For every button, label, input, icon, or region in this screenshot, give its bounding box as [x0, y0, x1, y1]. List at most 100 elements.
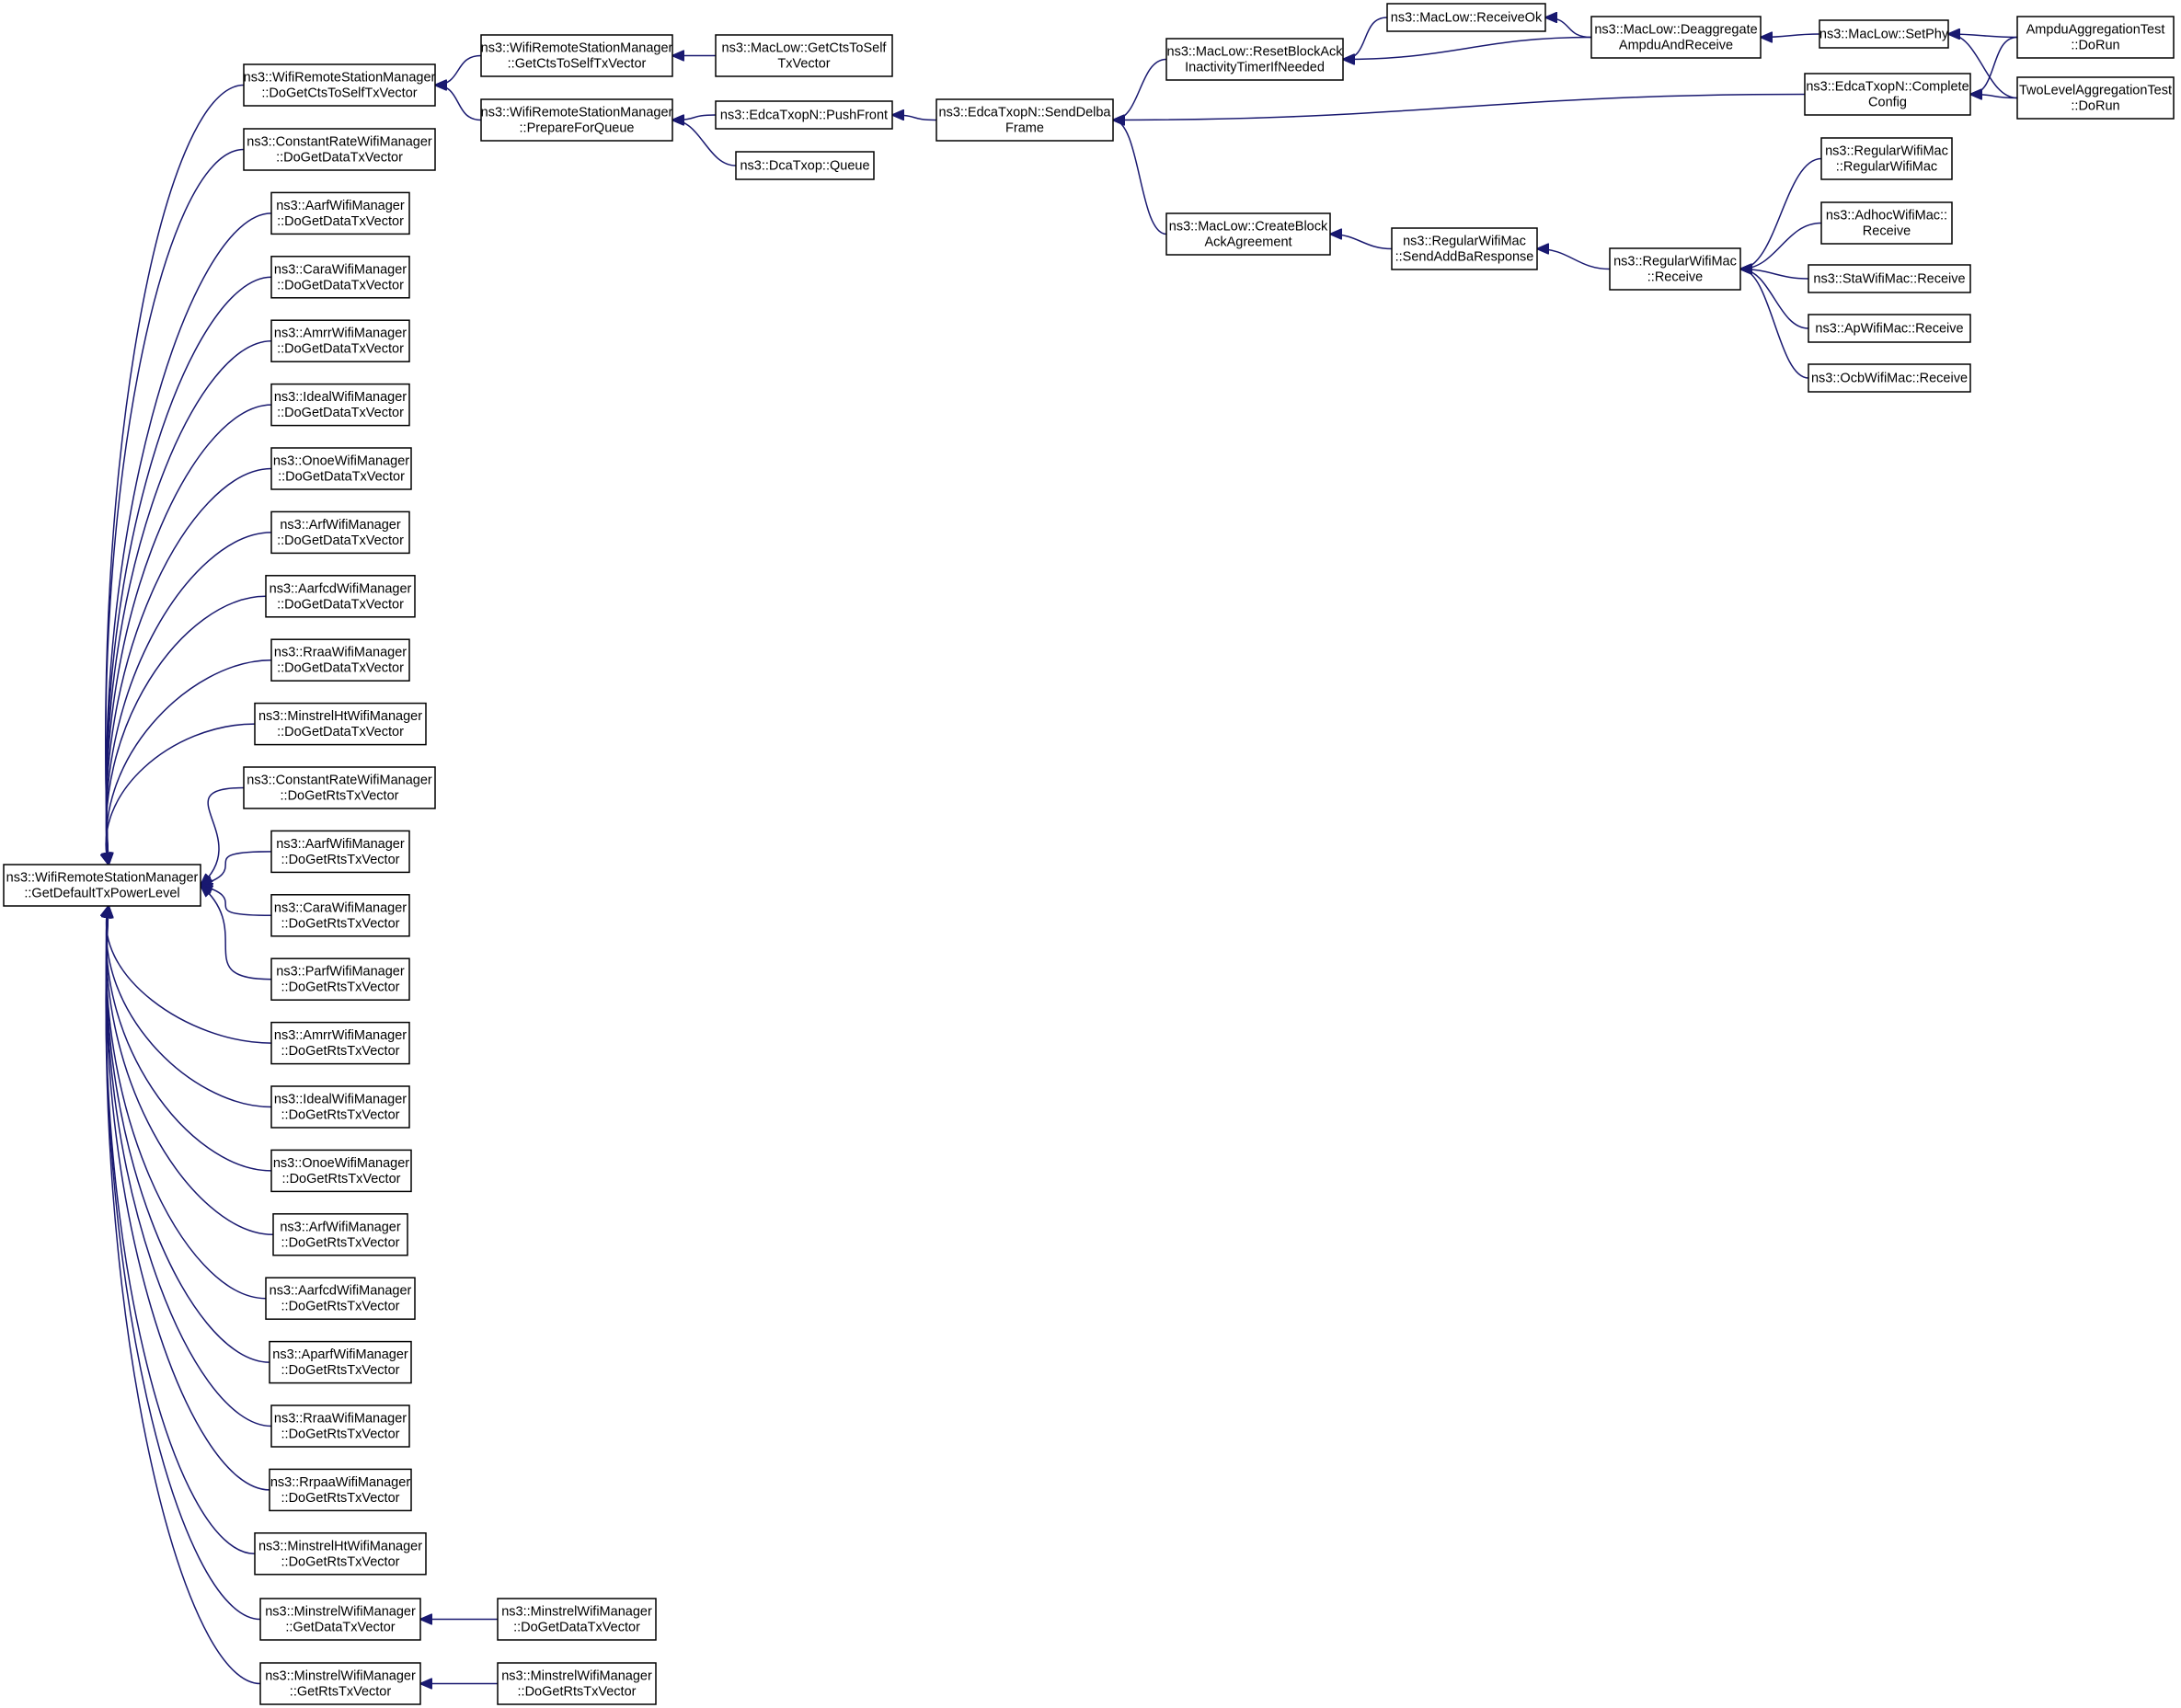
node-label-line: ::DoGetDataTxVector	[277, 533, 404, 548]
graph-node[interactable]: ns3::AdhocWifiMac::Receive	[1820, 201, 1953, 245]
graph-node[interactable]: ns3::ArfWifiManager::DoGetDataTxVector	[270, 510, 410, 555]
graph-node[interactable]: TwoLevelAggregationTest::DoRun	[2016, 76, 2175, 120]
node-label-line: ::DoGetDataTxVector	[277, 661, 404, 676]
node-label-line: ns3::MinstrelWifiManager	[265, 1669, 416, 1684]
edge-j4-to-i2	[1740, 222, 1822, 269]
node-label-line: ns3::RraaWifiManager	[274, 1412, 407, 1427]
graph-node[interactable]: AmpduAggregationTest::DoRun	[2016, 16, 2175, 59]
node-label-line: ns3::RegularWifiMac	[1613, 255, 1737, 269]
graph-node[interactable]: ns3::MacLow::SetPhy	[1819, 19, 1949, 49]
edge-i1-to-h1	[1545, 17, 1592, 39]
graph-node[interactable]: ns3::RegularWifiMac::Receive	[1609, 247, 1741, 291]
graph-node[interactable]: ns3::ParfWifiManager::DoGetRtsTxVector	[270, 957, 410, 1001]
edge-c15-to-root	[201, 886, 272, 980]
node-box	[270, 1085, 410, 1129]
node-label-line: ns3::MacLow::ResetBlockAck	[1167, 45, 1344, 60]
node-box	[936, 98, 1114, 142]
edges-layer	[106, 17, 2018, 1685]
graph-node[interactable]: ns3::AarfcdWifiManager::DoGetDataTxVecto…	[265, 575, 416, 618]
node-label-line: ns3::EdcaTxopN::Complete	[1806, 80, 1969, 95]
graph-node[interactable]: ns3::MacLow::ResetBlockAckInactivityTime…	[1165, 38, 1344, 81]
edge-j2-to-f1	[1113, 93, 1806, 120]
edge-c17-to-root	[107, 906, 272, 1108]
graph-node[interactable]: ns3::MacLow::ReceiveOk	[1386, 3, 1546, 32]
graph-node[interactable]: ns3::IdealWifiManager::DoGetRtsTxVector	[270, 1085, 410, 1129]
graph-node[interactable]: ns3::RegularWifiMac::SendAddBaResponse	[1391, 227, 1538, 270]
edge-i1-to-g1	[1343, 36, 1592, 60]
graph-node[interactable]: ns3::AarfWifiManager::DoGetDataTxVector	[270, 191, 410, 235]
edge-g1-to-f1	[1113, 58, 1167, 120]
node-label-line: ::Receive	[1647, 270, 1703, 285]
node-box	[497, 1598, 657, 1641]
graph-node[interactable]: ns3::AarfWifiManager::DoGetRtsTxVector	[270, 830, 410, 874]
graph-node[interactable]: ns3::MinstrelHtWifiManager::DoGetDataTxV…	[254, 702, 427, 746]
node-label-line: ns3::ConstantRateWifiManager	[247, 774, 432, 788]
node-label-line: ::GetRtsTxVector	[290, 1685, 392, 1700]
graph-node[interactable]: ns3::CaraWifiManager::DoGetDataTxVector	[270, 256, 410, 299]
node-label-line: ::DoGetRtsTxVector	[281, 789, 399, 804]
graph-node[interactable]: ns3::AparfWifiManager::DoGetRtsTxVector	[269, 1340, 412, 1384]
node-label-line: ns3::IdealWifiManager	[274, 1093, 407, 1107]
graph-node[interactable]: ns3::WifiRemoteStationManager::PrepareFo…	[480, 98, 673, 142]
graph-node[interactable]: ns3::AarfcdWifiManager::DoGetRtsTxVector	[265, 1277, 416, 1320]
node-label-line: ns3::MacLow::CreateBlock	[1169, 220, 1328, 235]
graph-node[interactable]: ns3::MinstrelWifiManager::GetRtsTxVector	[259, 1662, 421, 1705]
node-label-line: ns3::MacLow::GetCtsToSelf	[722, 41, 888, 56]
graph-node[interactable]: ns3::EdcaTxopN::PushFront	[715, 100, 893, 130]
node-box	[715, 34, 893, 77]
graph-node[interactable]: ns3::OnoeWifiManager::DoGetRtsTxVector	[270, 1149, 412, 1193]
edge-k2-to-j1	[1948, 34, 2018, 99]
node-label-line: ns3::AarfWifiManager	[276, 199, 405, 213]
graph-node[interactable]: ns3::MinstrelWifiManager::DoGetDataTxVec…	[497, 1598, 657, 1641]
graph-node[interactable]: ns3::IdealWifiManager::DoGetDataTxVector	[270, 383, 410, 427]
graph-node-root[interactable]: ns3::WifiRemoteStationManager::GetDefaul…	[3, 864, 201, 907]
node-label-line: AmpduAggregationTest	[2026, 23, 2165, 38]
node-label-line: Receive	[1863, 224, 1911, 239]
graph-node[interactable]: ns3::ApWifiMac::Receive	[1808, 314, 1971, 343]
node-label-line: ::GetDefaultTxPowerLevel	[24, 887, 179, 901]
graph-node[interactable]: ns3::ConstantRateWifiManager::DoGetRtsTx…	[243, 766, 436, 809]
graph-node[interactable]: ns3::AmrrWifiManager::DoGetRtsTxVector	[270, 1021, 410, 1065]
node-label-line: ::DoGetDataTxVector	[277, 597, 404, 612]
graph-node[interactable]: ns3::OcbWifiMac::Receive	[1808, 363, 1971, 393]
graph-node[interactable]: ns3::ArfWifiManager::DoGetRtsTxVector	[272, 1213, 408, 1256]
graph-node[interactable]: ns3::DcaTxop::Queue	[735, 151, 875, 180]
graph-node[interactable]: ns3::ConstantRateWifiManager::DoGetDataT…	[243, 128, 436, 171]
edge-c12-to-root	[201, 786, 245, 886]
node-box	[270, 191, 410, 235]
graph-node[interactable]: ns3::RraaWifiManager::DoGetRtsTxVector	[270, 1404, 410, 1448]
node-label-line: ::DoGetRtsTxVector	[281, 1108, 400, 1123]
edge-g2-to-f1	[1113, 120, 1167, 235]
graph-node[interactable]: ns3::StaWifiMac::Receive	[1808, 264, 1971, 293]
node-box	[243, 63, 436, 107]
graph-node[interactable]: ns3::AmrrWifiManager::DoGetDataTxVector	[270, 319, 410, 362]
graph-node[interactable]: ns3::OnoeWifiManager::DoGetDataTxVector	[270, 447, 412, 490]
edge-c21-to-root	[107, 906, 270, 1363]
node-box	[259, 1598, 421, 1641]
edge-c22-to-root	[107, 906, 272, 1427]
node-label-line: ::DoGetDataTxVector	[277, 406, 404, 420]
graph-node[interactable]: ns3::WifiRemoteStationManager::DoGetCtsT…	[243, 63, 436, 107]
graph-node[interactable]: ns3::RegularWifiMac::RegularWifiMac	[1820, 137, 1953, 180]
node-label-line: AckAgreement	[1204, 235, 1291, 250]
node-label-line: ns3::ConstantRateWifiManager	[247, 135, 432, 150]
node-label-line: ns3::OnoeWifiManager	[273, 1156, 409, 1171]
graph-node[interactable]: ns3::RraaWifiManager::DoGetDataTxVector	[270, 638, 410, 682]
node-label-line: ::DoGetRtsTxVector	[281, 1491, 400, 1506]
node-label-line: ns3::MinstrelWifiManager	[265, 1605, 416, 1620]
graph-node[interactable]: ns3::RrpaaWifiManager::DoGetRtsTxVector	[269, 1468, 412, 1512]
graph-node[interactable]: ns3::MinstrelWifiManager::GetDataTxVecto…	[259, 1598, 421, 1641]
graph-node[interactable]: ns3::CaraWifiManager::DoGetRtsTxVector	[270, 894, 410, 937]
graph-node[interactable]: ns3::WifiRemoteStationManager::GetCtsToS…	[480, 34, 673, 77]
node-label-line: ns3::EdcaTxopN::PushFront	[720, 109, 888, 123]
edge-c26-to-root	[106, 906, 261, 1685]
node-label-line: InactivityTimerIfNeeded	[1185, 61, 1325, 75]
node-label-line: ::GetDataTxVector	[285, 1621, 395, 1635]
graph-node[interactable]: ns3::MacLow::GetCtsToSelfTxVector	[715, 34, 893, 77]
graph-node[interactable]: ns3::MinstrelHtWifiManager::DoGetRtsTxVe…	[254, 1532, 427, 1576]
graph-node[interactable]: ns3::MinstrelWifiManager::DoGetRtsTxVect…	[497, 1662, 657, 1705]
